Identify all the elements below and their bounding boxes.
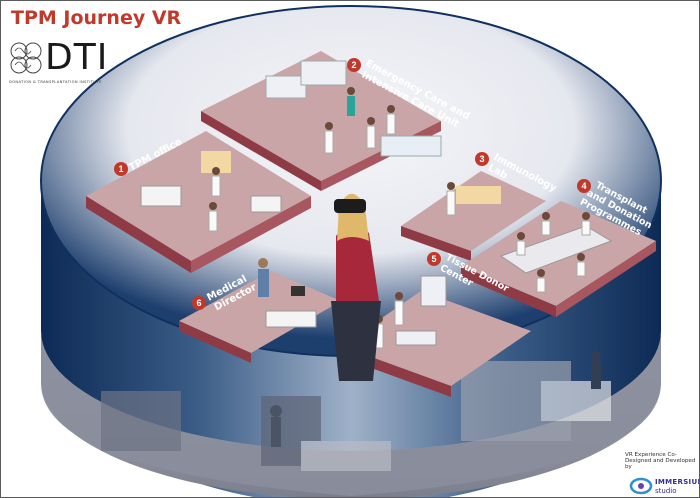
room-furniture: [140, 60, 613, 346]
vr-user-figure: [331, 193, 381, 381]
immersium-logo-icon: [629, 477, 653, 495]
station-6-number: 6: [196, 298, 201, 308]
dti-logo-subtitle: DONATION & TRANSPLANTATION INSTITUTE: [9, 80, 102, 84]
page-title: TPM Journey VR: [11, 7, 182, 29]
dti-emblem-icon: [10, 42, 42, 74]
dti-logo: DTI DONATION & TRANSPLANTATION INSTITUTE: [9, 37, 119, 89]
room-panorama: [101, 351, 611, 471]
station-1-number: 1: [118, 164, 123, 174]
cylinder-bottom: [41, 331, 661, 496]
staff-figures: [208, 87, 591, 349]
station-badges: [114, 58, 591, 310]
station-2-number: 2: [351, 60, 356, 70]
dti-logo-text: DTI: [45, 37, 109, 78]
station-4-number: 4: [581, 181, 586, 191]
immersium-brand-sub: studio: [655, 487, 677, 495]
credit-text: VR Experience Co-Designed and Developed …: [625, 452, 696, 470]
immersium-brand: IMMERSIUM: [655, 478, 700, 486]
station-5-number: 5: [431, 254, 436, 264]
station-3-number: 3: [479, 154, 484, 164]
station-numbers: 1 2 3 4 5 6: [118, 60, 586, 308]
